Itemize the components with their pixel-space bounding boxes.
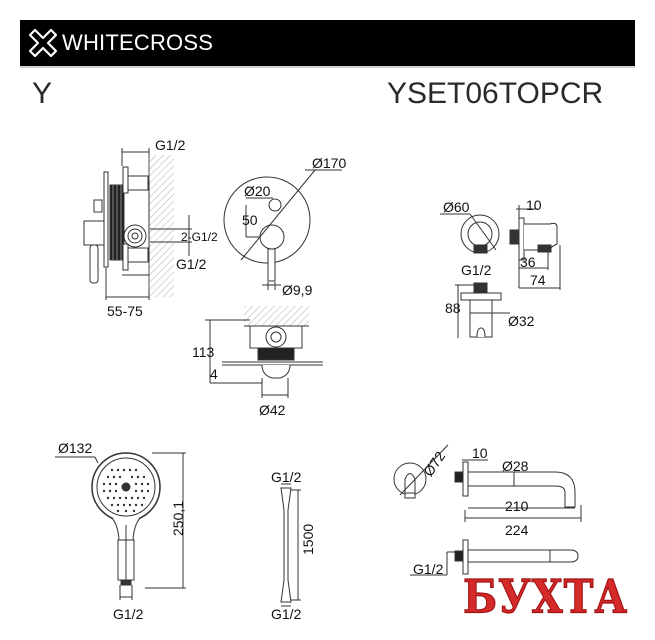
dim-label: 50: [242, 212, 258, 228]
dim-label: Ø20: [244, 183, 271, 199]
dim-label: Ø28: [502, 458, 529, 474]
dim-label: Ø132: [58, 440, 93, 456]
dim-label: 36: [520, 254, 536, 270]
spout-views: [393, 444, 582, 576]
dim-label: 4: [210, 366, 218, 382]
brand-name: WHITECROSS: [62, 30, 214, 55]
mixer-front-view: [223, 169, 342, 290]
dim-label: G1/2: [271, 606, 302, 622]
watermark-logo: БУХТА: [462, 569, 629, 624]
cross-logo-icon: [28, 28, 58, 58]
dim-label: 210: [505, 498, 529, 514]
wall-outlet-views: [440, 205, 561, 338]
dim-label: 55-75: [107, 303, 143, 319]
header-divider: [20, 66, 635, 68]
hose-view: [280, 483, 301, 607]
brand-header-bar: [20, 20, 635, 66]
dim-label: 88: [445, 300, 461, 316]
series-name: Y: [32, 77, 53, 110]
dim-label: 224: [505, 522, 529, 538]
mixer-top-view: [205, 306, 323, 398]
dim-label: 1500: [300, 523, 316, 555]
hand-shower-view: [55, 452, 186, 600]
dim-label: G1/2: [155, 137, 186, 153]
dim-label: G1/2: [413, 561, 444, 577]
dim-label: G1/2: [461, 262, 492, 278]
dim-label: Ø32: [508, 313, 535, 329]
dim-label: G1/2: [176, 256, 207, 272]
dim-label: 10: [472, 445, 488, 461]
model-number: YSET06TOPCR: [387, 77, 604, 110]
dim-label: G1/2: [271, 469, 302, 485]
dim-label: 2-G1/2: [181, 230, 218, 244]
dim-label: G1/2: [113, 606, 144, 622]
dim-label: 74: [530, 272, 546, 288]
dim-label: Ø60: [443, 199, 470, 215]
mixer-side-view: [83, 148, 192, 300]
dim-label: 250,1: [170, 500, 186, 536]
dim-label: 10: [526, 197, 542, 213]
dim-label: 113: [192, 344, 215, 360]
dim-label: Ø170: [312, 155, 347, 171]
dim-label: Ø9,9: [282, 282, 313, 298]
dim-label: Ø42: [259, 402, 286, 418]
